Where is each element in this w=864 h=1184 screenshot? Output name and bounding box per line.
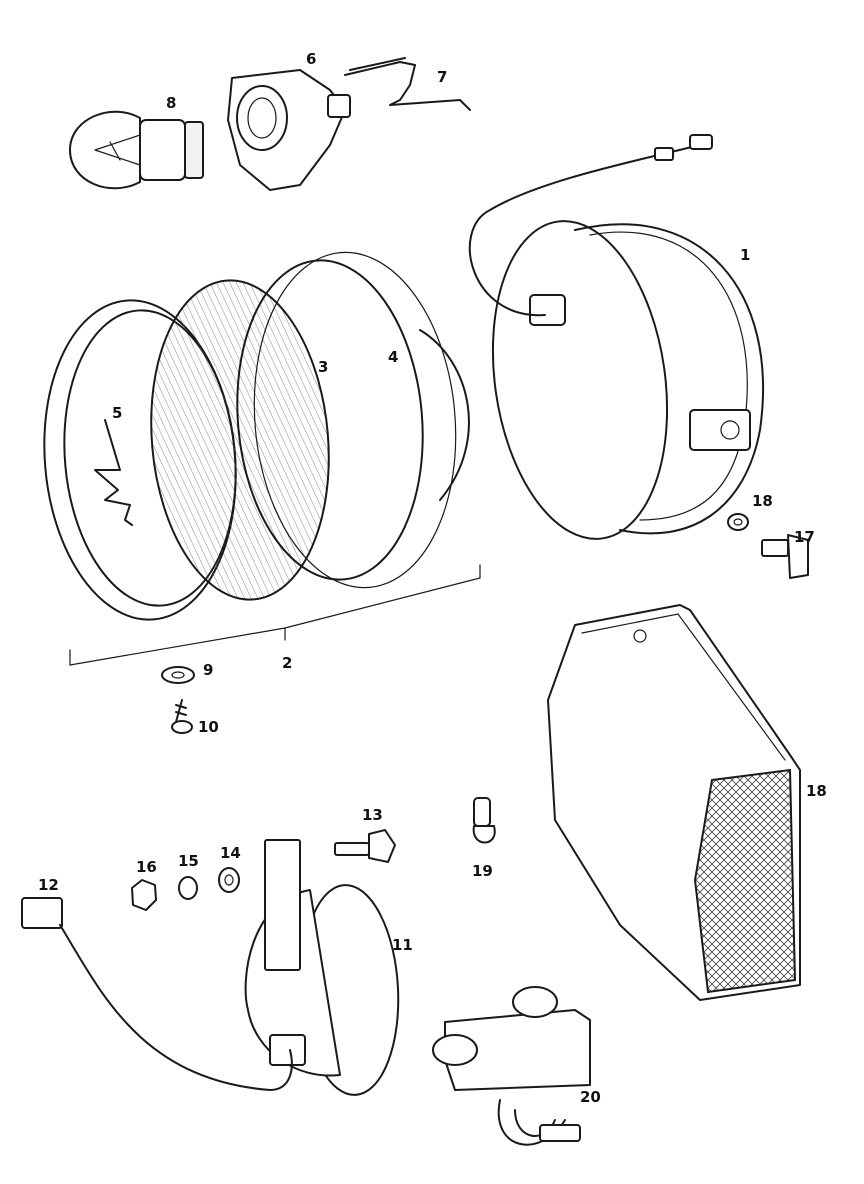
- label-part-18-washer: 18: [752, 492, 773, 510]
- nut-part-16: [131, 879, 157, 911]
- label-part-20: 20: [580, 1088, 601, 1106]
- label-part-1: 1: [740, 246, 750, 264]
- label-part-17: 17: [794, 528, 815, 546]
- label-part-19: 19: [472, 862, 493, 880]
- label-part-10: 10: [198, 718, 219, 736]
- wire-clip-part-7: [344, 57, 471, 111]
- headlamp-body-part-1: [468, 134, 765, 540]
- label-part-3: 3: [318, 358, 328, 376]
- label-part-11: 11: [392, 936, 413, 954]
- label-part-18-housing: 18: [806, 782, 827, 800]
- washer-part-14: [218, 867, 240, 893]
- bulb-part-8: [69, 110, 204, 190]
- bulb-holder-part-6: [227, 69, 351, 191]
- label-part-5: 5: [112, 404, 122, 422]
- label-part-8: 8: [166, 94, 176, 112]
- label-part-7: 7: [437, 68, 447, 86]
- label-part-9: 9: [203, 661, 213, 679]
- label-part-13: 13: [362, 806, 383, 824]
- label-part-2: 2: [282, 654, 292, 672]
- label-part-12: 12: [38, 876, 59, 894]
- bolt-part-17: [761, 534, 809, 579]
- bolt-part-13: [334, 829, 396, 863]
- clamp-part-20: [432, 986, 591, 1146]
- label-part-6: 6: [306, 50, 316, 68]
- washer-part-18: [727, 513, 749, 531]
- spring-part-5: [94, 419, 133, 526]
- reflector-housing-part-18: [547, 604, 801, 1001]
- small-bulb-part-19: [472, 797, 496, 844]
- screw-part-10: [171, 699, 193, 734]
- label-part-14: 14: [220, 844, 241, 862]
- washer-part-9: [161, 666, 195, 684]
- assembly-bracket: [69, 564, 481, 666]
- reflector-part-4: [236, 251, 470, 589]
- part-labels: 1 2 3 4 5 6 7 8 9 10 11 12 13 14 15 16 1…: [38, 50, 827, 1106]
- label-part-15: 15: [178, 852, 199, 870]
- lock-washer-part-15: [178, 876, 198, 900]
- label-part-4: 4: [388, 348, 398, 366]
- horn-part-11: [244, 839, 400, 1096]
- connector-part-12: [21, 897, 293, 1091]
- label-part-16: 16: [136, 858, 157, 876]
